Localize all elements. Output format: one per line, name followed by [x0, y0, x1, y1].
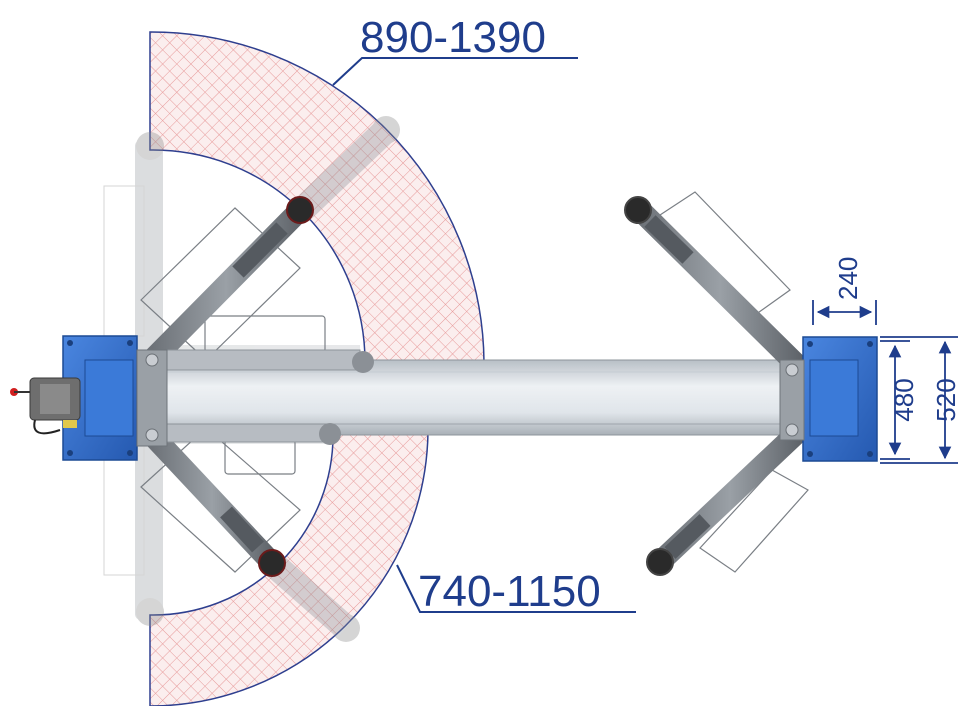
- right-post: [779, 336, 878, 462]
- hydraulic-motor-icon: [10, 377, 81, 435]
- post-width-label: 240: [833, 257, 863, 300]
- lift-pad-icon: [286, 196, 314, 224]
- left-lower-arm: [141, 424, 286, 577]
- lift-pad-icon: [624, 196, 652, 224]
- upper-range-label: 890-1390: [360, 13, 546, 62]
- right-lower-arm: [646, 419, 811, 576]
- inner-width-dimension: [880, 340, 910, 460]
- inner-width-label: 480: [889, 378, 919, 421]
- lower-range-label: 740-1150: [418, 567, 601, 616]
- left-upper-arm: [141, 196, 314, 371]
- right-upper-arm: [624, 196, 811, 379]
- left-upper-short-arm: [159, 349, 361, 371]
- lift-pad-icon: [258, 549, 286, 577]
- post-width-dimension: [812, 300, 877, 325]
- upper-range-leader: [332, 57, 578, 86]
- upper-arm-swing-zone: [149, 31, 485, 363]
- vehicle-pad-outlines: [140, 191, 809, 573]
- left-lower-short-arm: [159, 423, 331, 443]
- outer-width-label: 520: [931, 378, 960, 421]
- lower-range-leader: [396, 564, 636, 613]
- lift-pad-icon: [646, 548, 674, 576]
- lower-arm-swing-zone: [149, 431, 429, 706]
- outer-width-dimension: [880, 336, 958, 464]
